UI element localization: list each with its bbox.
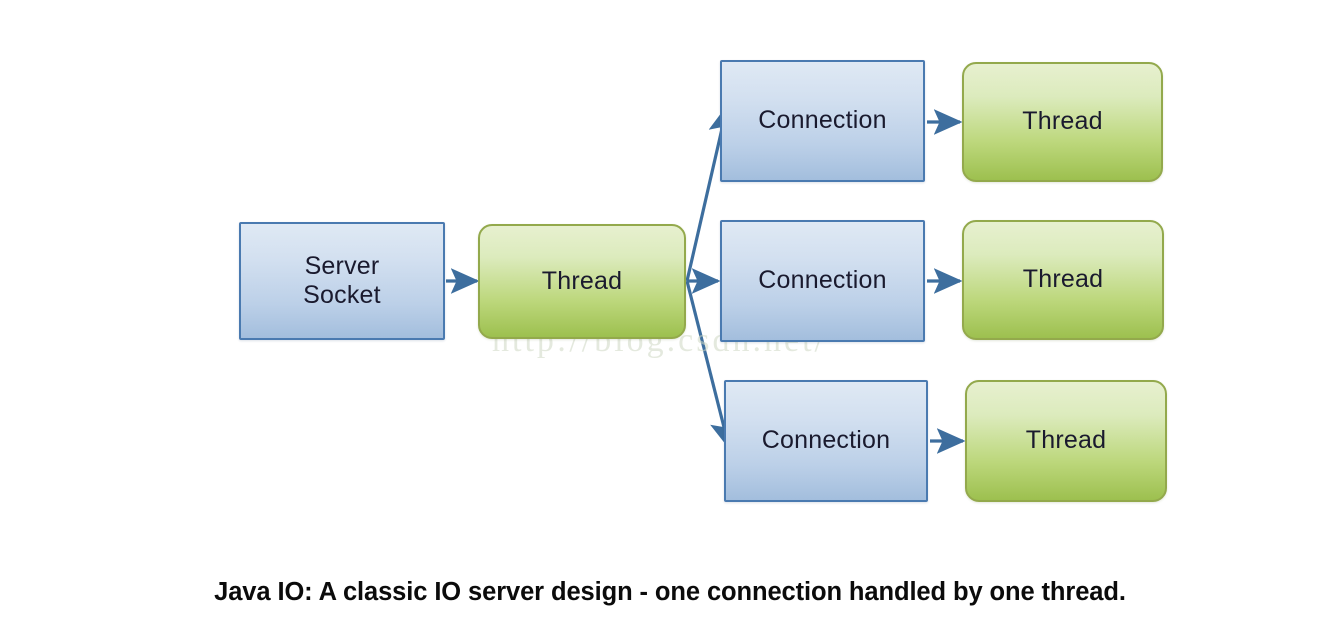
node-label-server-socket: Server Socket [303, 251, 381, 310]
node-label-worker-thread-3: Thread [1025, 426, 1107, 455]
node-server-socket[interactable]: Server Socket [239, 222, 445, 340]
node-worker-thread-2[interactable]: Thread [962, 220, 1164, 340]
node-label-connection-1: Connection [758, 106, 887, 135]
node-label-worker-thread-1: Thread [1022, 107, 1103, 136]
node-dispatch-thread[interactable]: Thread [478, 224, 686, 339]
node-connection-2[interactable]: Connection [720, 220, 925, 342]
node-connection-1[interactable]: Connection [720, 60, 925, 182]
node-label-worker-thread-2: Thread [1022, 265, 1104, 294]
node-label-connection-3: Connection [761, 426, 891, 455]
node-worker-thread-3[interactable]: Thread [965, 380, 1167, 502]
node-label-dispatch-thread: Thread [541, 266, 623, 295]
node-label-connection-2: Connection [758, 266, 887, 295]
node-connection-3[interactable]: Connection [724, 380, 928, 502]
node-worker-thread-1[interactable]: Thread [962, 62, 1163, 182]
diagram-caption: Java IO: A classic IO server design - on… [214, 578, 1126, 606]
